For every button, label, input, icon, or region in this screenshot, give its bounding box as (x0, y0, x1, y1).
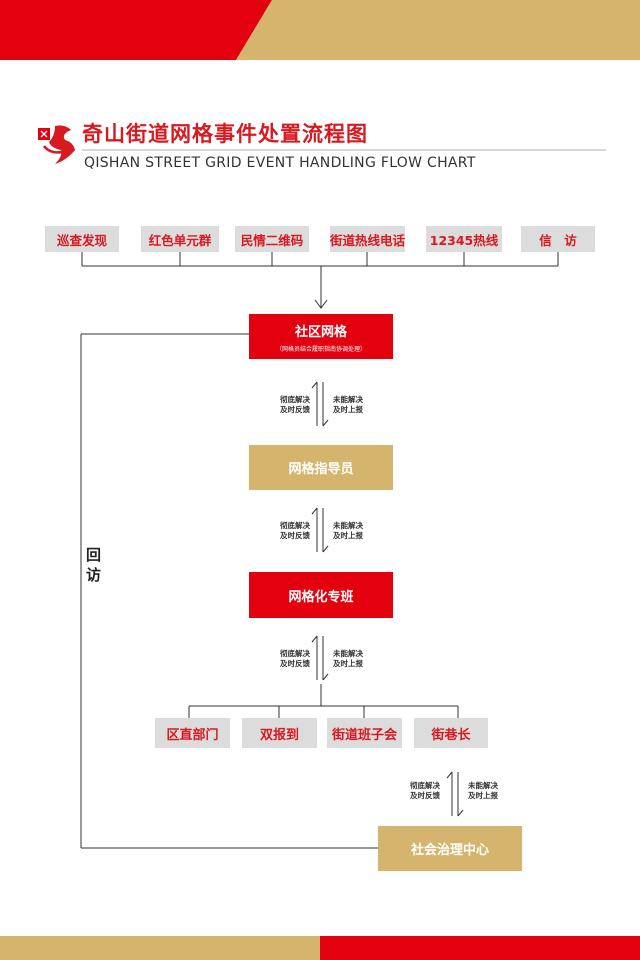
qishan-logo-icon (38, 125, 75, 164)
bottom-red-banner (320, 936, 640, 960)
unit-dual-reporting: 双报到 (242, 718, 317, 748)
top-red-banner (0, 0, 272, 60)
source-12345-hotline: 12345热线 (426, 226, 502, 252)
label-resolved-feedback-2: 彻底解决 及时反馈 (280, 521, 310, 540)
arrow-to-community-grid (314, 299, 328, 309)
unit-alley-chief: 街巷长 (414, 718, 488, 748)
node-grid-instructor: 网格指导员 (249, 445, 393, 490)
label-resolved-feedback-4: 彻底解决 及时反馈 (410, 781, 440, 800)
label-unresolved-report-4: 未能解决 及时上报 (468, 781, 498, 800)
source-patrol: 巡查发现 (45, 226, 119, 252)
bottom-gold-banner (0, 936, 320, 960)
unit-street-leadership: 街道班子会 (327, 718, 402, 748)
node-governance-center: 社会治理中心 (378, 826, 522, 871)
top-gold-banner (236, 0, 640, 60)
label-resolved-feedback-1: 彻底解决 及时反馈 (280, 395, 310, 414)
units-connectors (188, 684, 459, 718)
source-red-unit-group: 红色单元群 (141, 226, 219, 252)
label-resolved-feedback-3: 彻底解决 及时反馈 (280, 649, 310, 668)
node-community-grid-sub: （网格员结合履职指南协调处理） (275, 345, 366, 353)
node-community-grid-label: 社区网格 (294, 324, 347, 340)
source-qr-code: 民情二维码 (235, 226, 309, 252)
label-unresolved-report-3: 未能解决 及时上报 (333, 649, 363, 668)
source-petition: 信 访 (521, 226, 595, 252)
source-connectors (81, 252, 559, 308)
return-visit-loop (80, 333, 378, 849)
label-unresolved-report-2: 未能解决 及时上报 (333, 521, 363, 540)
page-title: 奇山街道网格事件处置流程图 (82, 122, 368, 146)
node-governance-center-label: 社会治理中心 (410, 843, 489, 858)
node-grid-task-force: 网格化专班 (249, 572, 393, 618)
node-grid-instructor-label: 网格指导员 (288, 462, 354, 477)
node-community-grid: 社区网格 （网格员结合履职指南协调处理） (249, 314, 393, 359)
return-visit-label: 回访 (86, 546, 102, 584)
page-subtitle: QISHAN STREET GRID EVENT HANDLING FLOW C… (84, 155, 476, 171)
source-street-hotline: 街道热线电话 (330, 226, 405, 252)
label-unresolved-report-1: 未能解决 及时上报 (333, 395, 363, 414)
node-grid-task-force-label: 网格化专班 (288, 589, 354, 605)
unit-district-departments: 区直部门 (155, 718, 230, 748)
flow-arrows (311, 381, 464, 817)
